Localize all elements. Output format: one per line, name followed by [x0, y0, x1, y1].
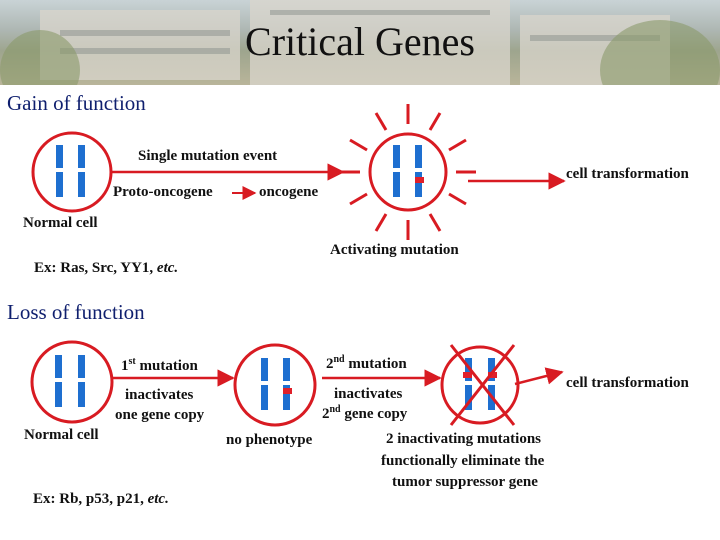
cell-transformation-label-loss: cell transformation — [566, 375, 689, 391]
first-mutation-label: 1st mutation — [121, 356, 198, 375]
chromosome-pair-activated — [393, 145, 424, 197]
gain-of-function-heading: Gain of function — [7, 91, 146, 115]
chromosome-pair-normal-loss — [55, 355, 85, 407]
second-mutation-text: mutation — [344, 356, 407, 372]
second-copy-number: 2 — [322, 406, 330, 422]
normal-cell-loss — [30, 340, 114, 424]
normal-cell-gain — [31, 131, 113, 213]
header-banner-photo — [0, 0, 720, 85]
normal-cell-label-loss: Normal cell — [24, 427, 99, 443]
two-inactivating-label: 2 inactivating mutations — [386, 431, 542, 447]
activation-rays — [340, 104, 476, 240]
loss-examples-text: Ex: Rb, p53, p21, — [33, 491, 148, 507]
chromosome-pair-two-mutant — [463, 358, 497, 410]
second-mutation-sup: nd — [333, 354, 345, 365]
second-mutation-number: 2 — [326, 356, 334, 372]
functionally-eliminate-label: functionally eliminate the — [381, 453, 545, 469]
gain-examples: Ex: Ras, Src, YY1, etc. — [34, 260, 178, 277]
first-mutation-number: 1 — [121, 358, 129, 374]
activating-mutation-label: Activating mutation — [330, 242, 459, 258]
both-copies-inactivated-cell — [440, 344, 520, 426]
chromosome-pair-normal-gain — [56, 145, 85, 197]
chromosome-pair-one-mutant — [261, 358, 292, 410]
tumor-suppressor-label: tumor suppressor gene — [392, 474, 538, 490]
no-phenotype-label: no phenotype — [226, 432, 313, 448]
single-mutation-label: Single mutation event — [138, 148, 278, 164]
first-mutation-mark — [283, 388, 292, 394]
slide-title: Critical Genes — [245, 19, 475, 64]
one-gene-copy-label: one gene copy — [115, 407, 205, 423]
oncogene-label: oncogene — [259, 184, 319, 200]
normal-cell-label-gain: Normal cell — [23, 215, 98, 231]
proto-oncogene-label: Proto-oncogene — [113, 184, 213, 200]
second-copy-sup: nd — [329, 404, 341, 415]
one-copy-inactivated-cell — [233, 343, 317, 427]
arrow-cell-transformation-loss — [514, 367, 564, 386]
crossed-out-mark — [449, 344, 516, 426]
loss-examples: Ex: Rb, p53, p21, etc. — [33, 491, 169, 508]
first-mutation-text: mutation — [135, 358, 198, 374]
first-mutation-sup: st — [128, 356, 136, 367]
activating-mutation-mark — [415, 177, 424, 183]
gain-examples-text: Ex: Ras, Src, YY1, — [34, 260, 157, 276]
loss-of-function-heading: Loss of function — [7, 300, 145, 324]
second-mutation-label: 2nd mutation — [326, 354, 407, 373]
second-copy-text: gene copy — [340, 406, 408, 422]
gain-examples-etc: etc. — [156, 260, 179, 276]
second-gene-copy-label: 2nd gene copy — [322, 404, 407, 423]
cell-transformation-label-gain: cell transformation — [566, 166, 689, 182]
loss-examples-etc: etc. — [147, 491, 169, 507]
activated-cell — [340, 104, 476, 240]
inactivates-label-1: inactivates — [125, 387, 194, 403]
inactivates-label-2: inactivates — [334, 386, 403, 402]
